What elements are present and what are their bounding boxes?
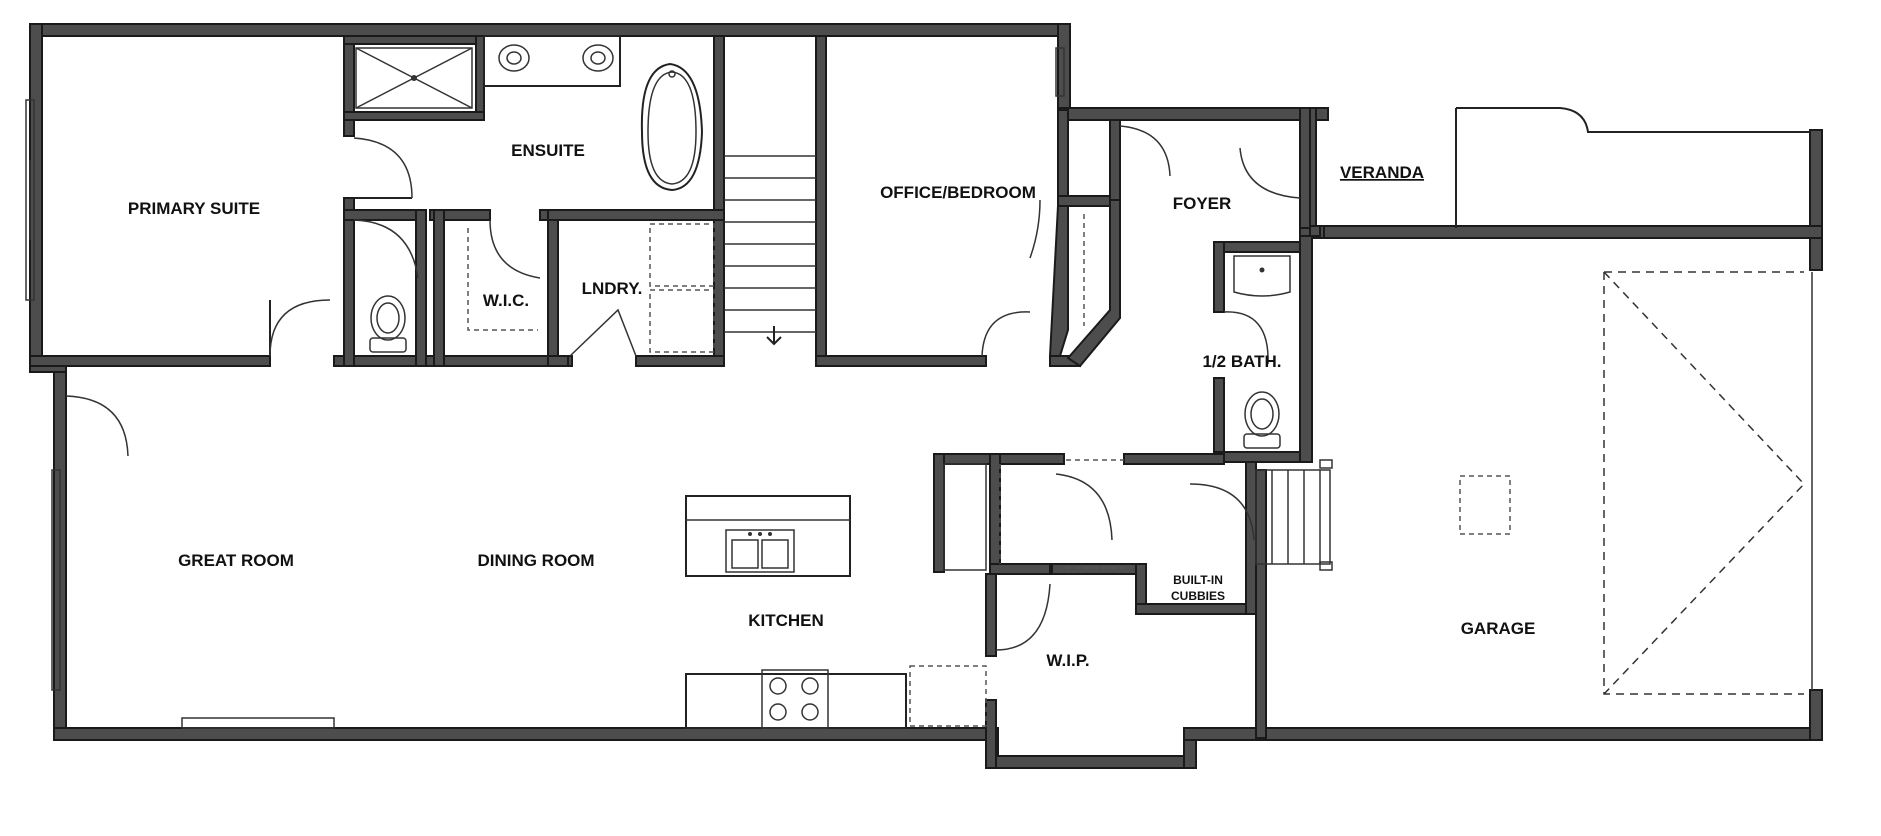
- room-labels: PRIMARY SUITE ENSUITE W.I.C. LNDRY. OFFI…: [128, 141, 1535, 670]
- interior-walls: [29, 35, 1321, 769]
- door-swings: [65, 125, 1301, 651]
- label-primary-suite: PRIMARY SUITE: [128, 199, 260, 218]
- label-wip: W.I.P.: [1046, 651, 1089, 670]
- label-foyer: FOYER: [1173, 194, 1232, 213]
- label-great-room: GREAT ROOM: [178, 551, 294, 570]
- veranda-outline: [1455, 107, 1810, 228]
- sink-icon: [582, 44, 614, 72]
- toilet-icon: [1243, 391, 1281, 449]
- label-garage: GARAGE: [1461, 619, 1536, 638]
- label-veranda: VERANDA: [1340, 163, 1424, 182]
- staircase: [724, 155, 1333, 571]
- bathtub-icon: [640, 62, 704, 192]
- sink-icon: [1233, 255, 1291, 297]
- label-dining-room: DINING ROOM: [477, 551, 594, 570]
- label-wic: W.I.C.: [483, 291, 529, 310]
- label-half-bath: 1/2 BATH.: [1202, 352, 1281, 371]
- toilet-icon: [369, 295, 407, 353]
- label-ensuite: ENSUITE: [511, 141, 585, 160]
- sink-icon: [498, 44, 530, 72]
- down-arrow-icon: [766, 326, 782, 346]
- label-builtin-cubbies-line2: CUBBIES: [1171, 589, 1225, 603]
- label-laundry: LNDRY.: [582, 279, 643, 298]
- label-office-bedroom: OFFICE/BEDROOM: [880, 183, 1036, 202]
- double-sink-icon: [725, 529, 795, 573]
- windows: [25, 47, 1813, 729]
- exterior-walls: [29, 23, 1823, 769]
- label-kitchen: KITCHEN: [748, 611, 824, 630]
- stove-icon: [761, 669, 829, 729]
- label-builtin-cubbies-line1: BUILT-IN: [1173, 573, 1223, 587]
- fixtures: [355, 44, 1806, 729]
